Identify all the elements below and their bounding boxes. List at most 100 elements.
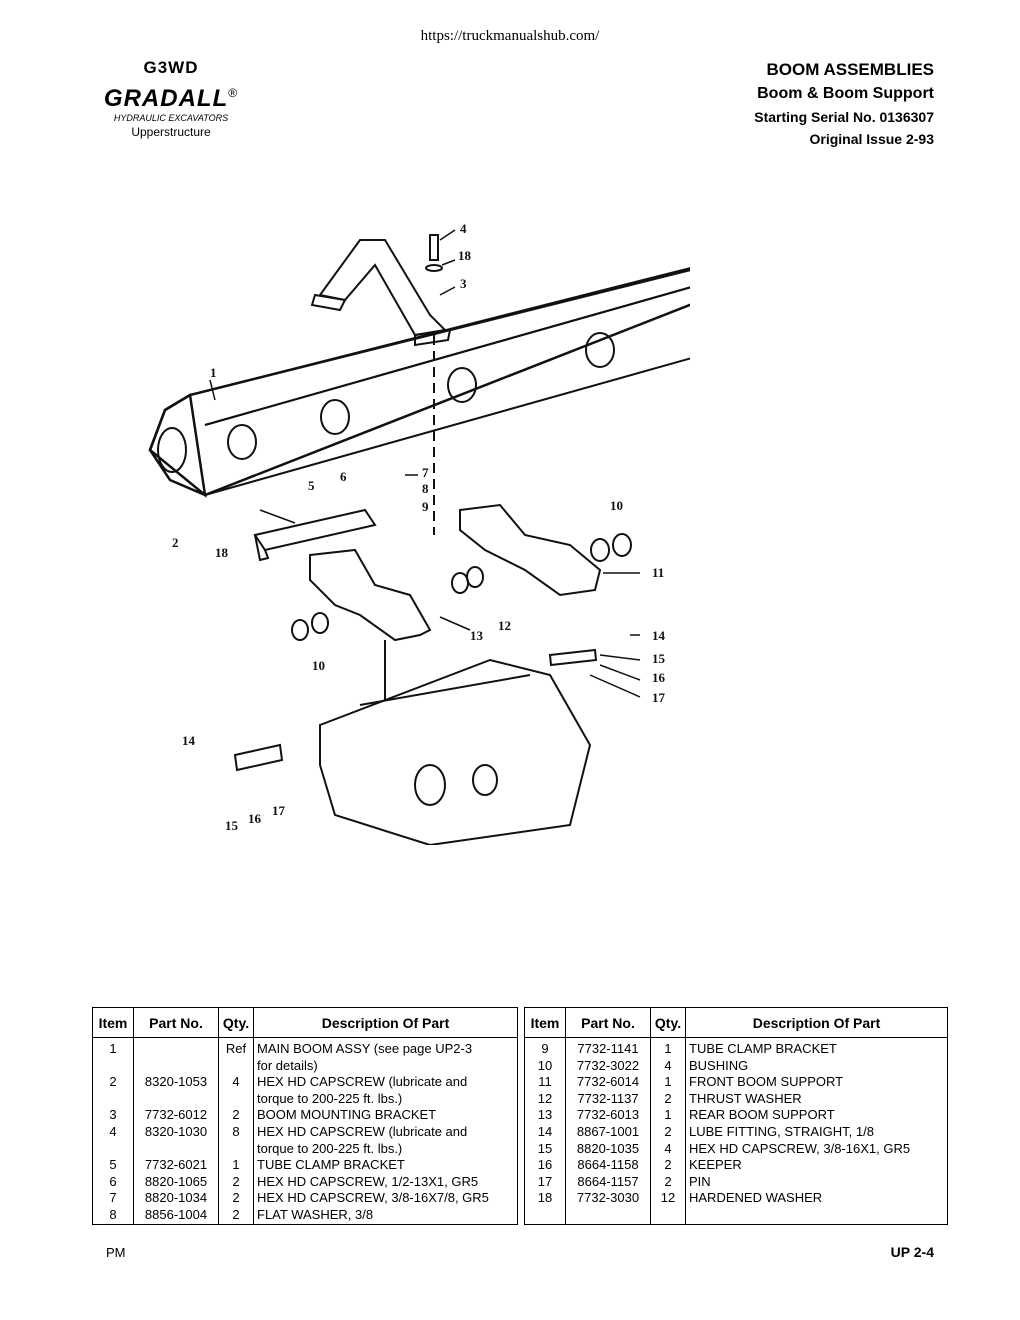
description-cell: REAR BOOM SUPPORT xyxy=(685,1107,948,1124)
parts-table-right: Item Part No. Qty. Description Of Part 9… xyxy=(524,1007,948,1225)
svg-text:8: 8 xyxy=(422,481,429,496)
part-no-cell: 8664-1158 xyxy=(565,1157,651,1174)
part-no-cell: 7732-6012 xyxy=(133,1107,219,1124)
svg-text:11: 11 xyxy=(652,565,664,580)
col-header-item: Item xyxy=(524,1007,566,1038)
description-cell: BOOM MOUNTING BRACKET xyxy=(253,1107,518,1124)
qty-cell: 1 xyxy=(650,1037,686,1058)
part-no-cell: 7732-1141 xyxy=(565,1037,651,1058)
part-no-cell: 8664-1157 xyxy=(565,1173,651,1191)
item-cell: 6 xyxy=(92,1173,134,1191)
svg-text:13: 13 xyxy=(470,628,484,643)
item-cell: 9 xyxy=(524,1037,566,1058)
page-header: BOOM ASSEMBLIES Boom & Boom Support Star… xyxy=(754,58,934,150)
qty-cell xyxy=(650,1206,686,1225)
page-title: BOOM ASSEMBLIES xyxy=(766,60,935,79)
description-cell: HARDENED WASHER xyxy=(685,1190,948,1207)
col-header-part-no: Part No. xyxy=(133,1007,219,1038)
description-cell: for details) xyxy=(253,1057,518,1075)
description-cell xyxy=(685,1206,948,1225)
table-row xyxy=(524,1206,948,1225)
item-cell: 3 xyxy=(92,1107,134,1124)
qty-cell xyxy=(218,1057,254,1075)
part-no-cell: 8820-1034 xyxy=(133,1190,219,1207)
item-cell: 4 xyxy=(92,1123,134,1141)
svg-text:18: 18 xyxy=(215,545,229,560)
qty-cell: 2 xyxy=(650,1123,686,1141)
qty-cell: 1 xyxy=(218,1157,254,1174)
qty-cell: 1 xyxy=(650,1107,686,1124)
svg-text:12: 12 xyxy=(498,618,511,633)
source-url[interactable]: https://truckmanualshub.com/ xyxy=(420,28,600,44)
svg-text:16: 16 xyxy=(652,670,666,685)
issue-date: Original Issue 2-93 xyxy=(809,131,935,147)
part-no-cell xyxy=(133,1140,219,1158)
boom-mounting-bracket xyxy=(310,239,452,347)
description-cell: torque to 200-225 ft. lbs.) xyxy=(253,1090,518,1108)
svg-text:18: 18 xyxy=(458,248,472,263)
qty-cell: Ref xyxy=(218,1037,254,1058)
description-cell: HEX HD CAPSCREW (lubricate and xyxy=(253,1074,518,1091)
description-cell: KEEPER xyxy=(685,1157,948,1174)
front-boom-support xyxy=(459,503,632,597)
svg-text:6: 6 xyxy=(340,469,347,484)
item-cell: 10 xyxy=(524,1057,566,1075)
upperstructure-frame xyxy=(233,648,598,845)
item-cell: 15 xyxy=(524,1140,566,1158)
col-header-part-no: Part No. xyxy=(565,1007,651,1038)
item-cell: 8 xyxy=(92,1206,134,1225)
page-number: UP 2-4 xyxy=(890,1244,934,1260)
qty-cell: 2 xyxy=(650,1157,686,1174)
svg-text:14: 14 xyxy=(652,628,666,643)
callout-leaders xyxy=(209,229,641,698)
svg-text:15: 15 xyxy=(652,651,666,666)
description-cell: torque to 200-225 ft. lbs.) xyxy=(253,1140,518,1158)
svg-text:3: 3 xyxy=(460,276,467,291)
part-no-cell: 7732-1137 xyxy=(565,1090,651,1108)
serial-number: Starting Serial No. 0136307 xyxy=(754,109,934,125)
svg-text:9: 9 xyxy=(422,499,429,514)
description-cell: THRUST WASHER xyxy=(685,1090,948,1108)
qty-cell: 2 xyxy=(650,1090,686,1108)
description-cell: FRONT BOOM SUPPORT xyxy=(685,1074,948,1091)
item-cell: 2 xyxy=(92,1074,134,1091)
qty-cell: 2 xyxy=(218,1190,254,1207)
part-no-cell xyxy=(565,1206,651,1225)
description-cell: HEX HD CAPSCREW (lubricate and xyxy=(253,1123,518,1141)
qty-cell: 8 xyxy=(218,1123,254,1141)
part-no-cell: 8820-1035 xyxy=(565,1140,651,1158)
item-cell: 11 xyxy=(524,1074,566,1091)
item-cell: 12 xyxy=(524,1090,566,1108)
part-no-cell: 7732-3030 xyxy=(565,1190,651,1207)
part-no-cell xyxy=(133,1037,219,1058)
part-no-cell: 7732-6021 xyxy=(133,1157,219,1174)
rear-boom-support xyxy=(291,548,484,725)
qty-cell xyxy=(218,1090,254,1108)
col-header-qty: Qty. xyxy=(650,1007,686,1038)
item-cell: 14 xyxy=(524,1123,566,1141)
svg-text:7: 7 xyxy=(422,465,429,480)
item-cell xyxy=(524,1206,566,1225)
item-cell: 7 xyxy=(92,1190,134,1207)
capscrew-and-washer xyxy=(425,234,443,535)
item-cell: 5 xyxy=(92,1157,134,1174)
model-name: G3WD xyxy=(143,58,199,77)
qty-cell: 2 xyxy=(218,1107,254,1124)
part-no-cell: 8867-1001 xyxy=(565,1123,651,1141)
main-boom xyxy=(148,267,690,499)
table-header-row: Item Part No. Qty. Description Of Part xyxy=(524,1007,948,1038)
item-cell xyxy=(92,1090,134,1108)
brand-tagline: HYDRAULIC EXCAVATORS xyxy=(113,113,229,123)
qty-cell: 2 xyxy=(650,1173,686,1191)
part-no-cell xyxy=(133,1090,219,1108)
